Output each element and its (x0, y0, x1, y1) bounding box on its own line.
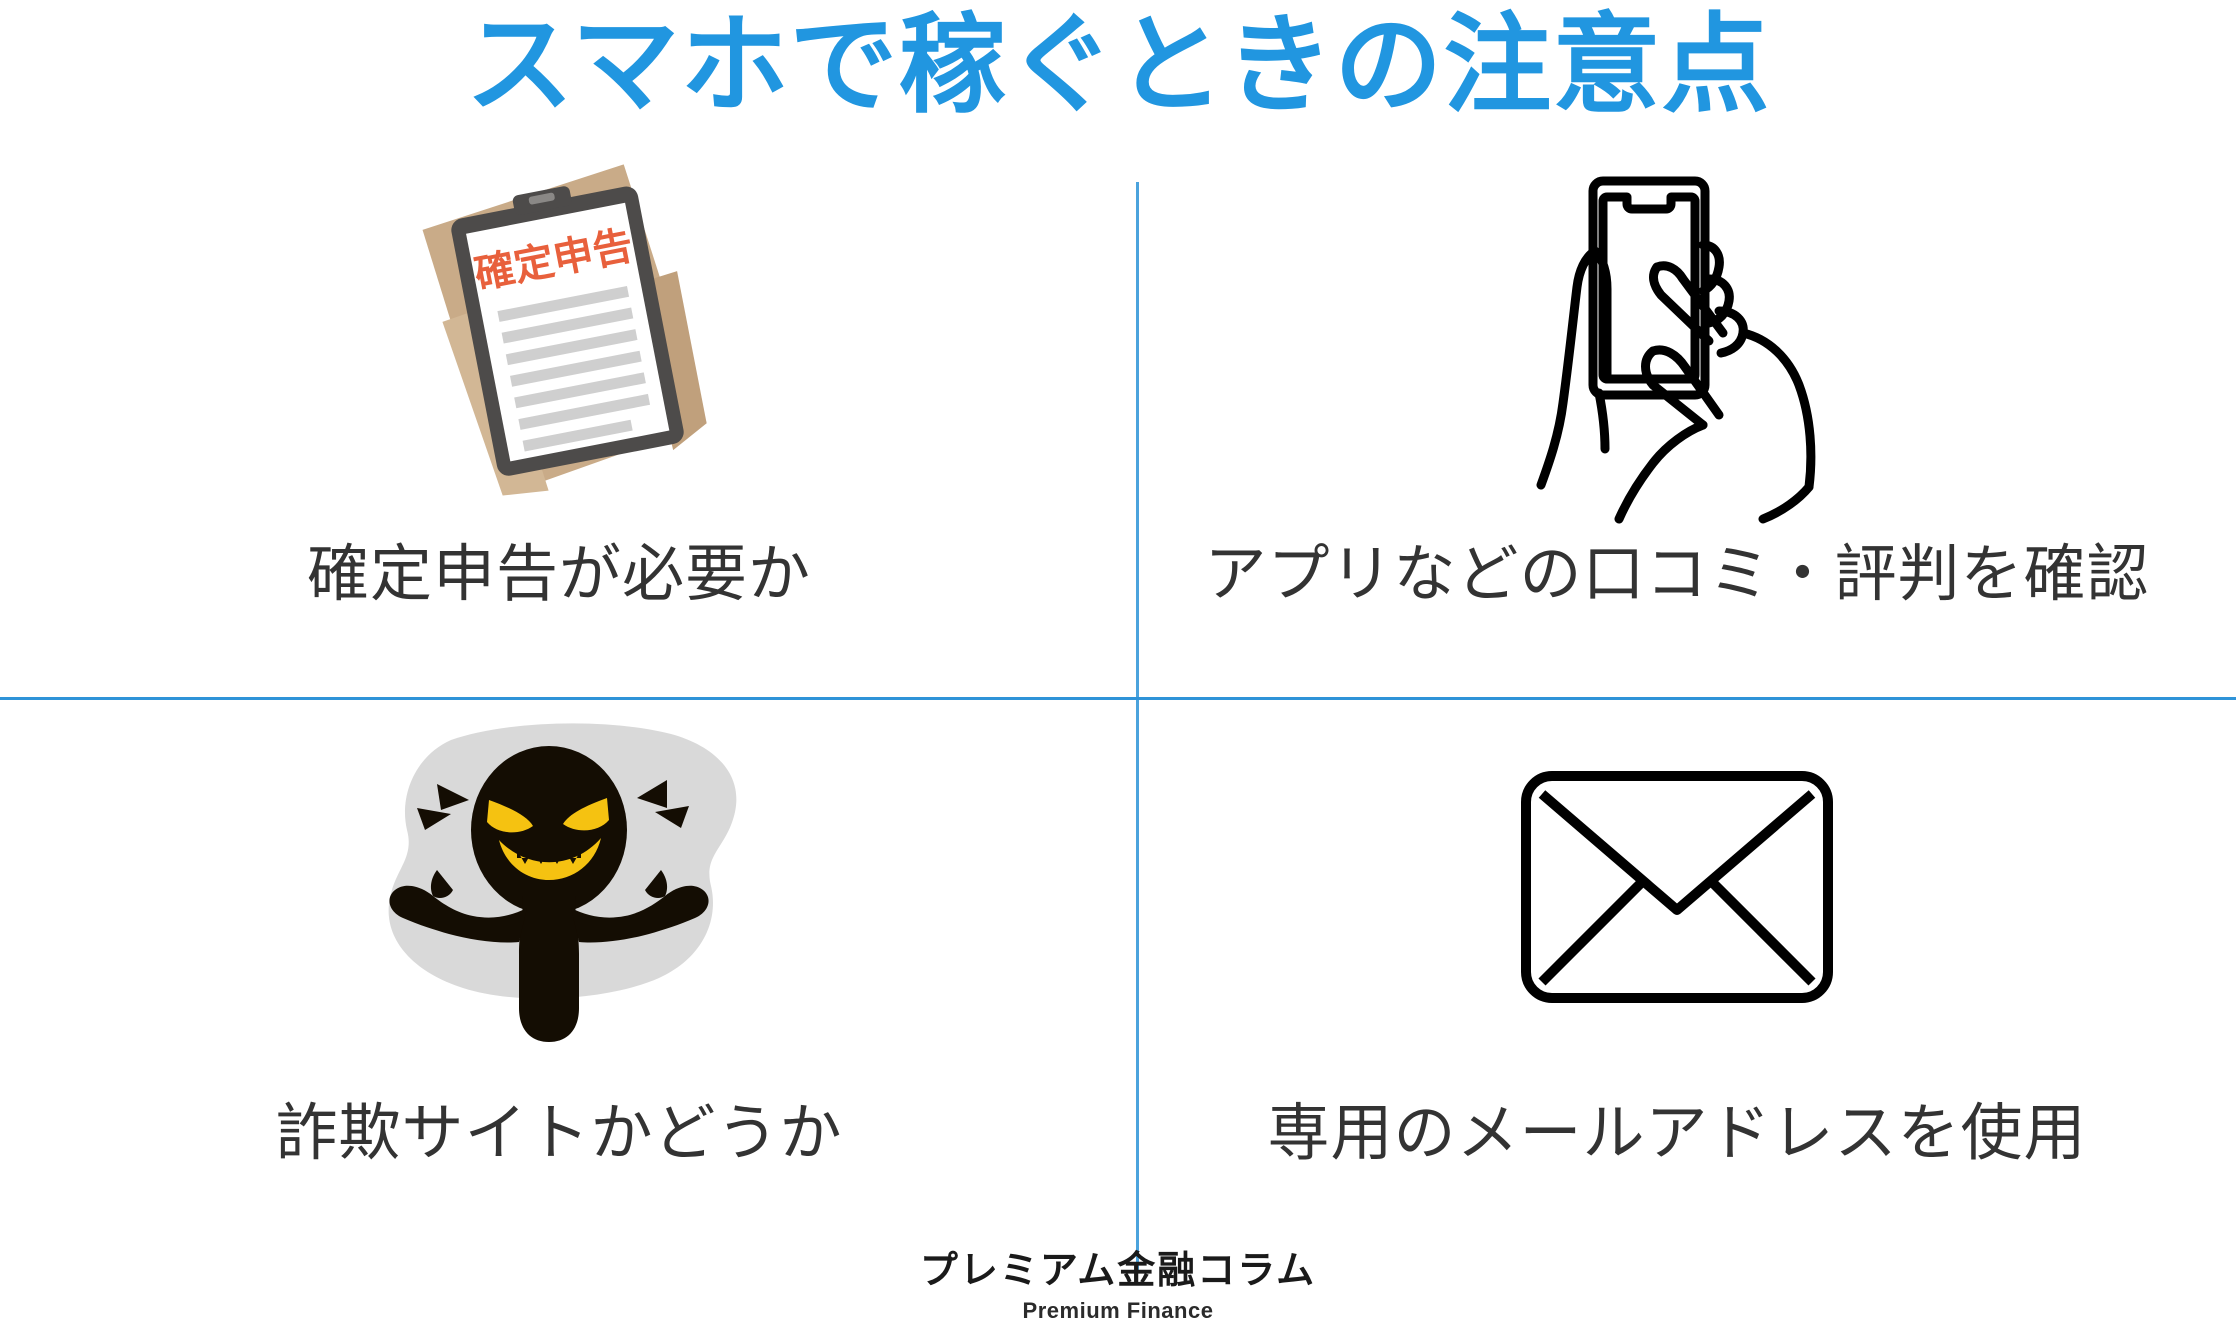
quadrant-caption-scam-site: 詐欺サイトかどうか (275, 1099, 843, 1168)
quadrant-caption-dedicated-email: 専用のメールアドレスを使用 (1267, 1099, 2087, 1168)
horizontal-divider (0, 697, 2236, 700)
quadrant-caption-tax-return: 確定申告が必要か (306, 540, 811, 609)
envelope-icon-box (1512, 700, 1842, 1075)
quadrant-caption-app-reviews: アプリなどの口コミ・評判を確認 (1204, 540, 2150, 609)
quadrant-app-reviews: アプリなどの口コミ・評判を確認 (1118, 150, 2236, 695)
footer-brand: プレミアム金融コラム Premium Finance (0, 1250, 2236, 1324)
quadrant-grid: 確定申告 確定申告が必要か (0, 150, 2236, 1272)
page-title: スマホで稼ぐときの注意点 (465, 4, 1771, 125)
quadrant-dedicated-email: 専用のメールアドレスを使用 (1118, 700, 2236, 1245)
quadrant-scam-site: 詐欺サイトかどうか (0, 700, 1118, 1245)
smartphone-icon-box (1527, 150, 1827, 540)
quadrant-tax-return: 確定申告 確定申告が必要か (0, 150, 1118, 695)
brand-name-jp: プレミアム金融コラム (919, 1250, 1317, 1293)
scammer-icon-box (359, 700, 759, 1075)
email-envelope-icon (1521, 770, 1833, 1003)
brand-name-en: Premium Finance (1022, 1298, 1214, 1323)
hand-holding-smartphone-icon (1536, 176, 1816, 523)
scammer-villain-icon (388, 722, 737, 1042)
vertical-divider (1136, 182, 1139, 1272)
tax-return-document-icon: 確定申告 (422, 164, 707, 496)
tax-return-icon-box: 確定申告 (389, 150, 729, 540)
